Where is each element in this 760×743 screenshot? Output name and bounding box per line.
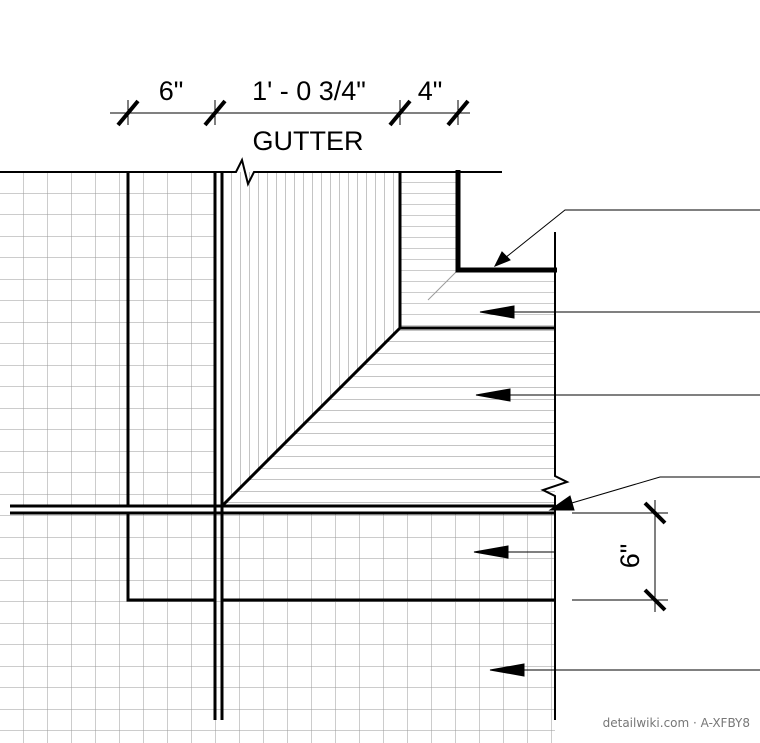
watermark: detailwiki.com · A-XFBY8 — [603, 716, 750, 730]
leader-arrows — [473, 209, 760, 677]
grid-hatch-lower — [0, 513, 555, 743]
dimension-top-left: 6" — [159, 76, 184, 106]
flashing-hatch-region — [400, 172, 555, 328]
dimension-top-right: 4" — [418, 76, 443, 106]
arrowhead-6 — [489, 663, 525, 677]
arrowhead-3 — [475, 388, 511, 402]
arrowhead-5 — [473, 545, 509, 559]
outline-lines — [0, 157, 570, 720]
top-dimension-string — [110, 99, 470, 127]
top-break-line — [0, 157, 502, 187]
gutter-label: GUTTER — [253, 126, 364, 156]
arrowhead-flashing — [493, 251, 511, 267]
arrowhead-2 — [479, 305, 515, 319]
right-dimension — [572, 500, 668, 612]
arrowhead-4 — [548, 495, 575, 511]
horizontal-hatch-region — [222, 328, 555, 506]
flashing-line — [455, 170, 557, 273]
dimension-right-vertical: 6" — [615, 544, 645, 569]
dimension-top-middle: 1' - 0 3/4" — [252, 76, 366, 106]
right-break-line — [540, 232, 570, 720]
grid-hatch-upper-left — [0, 172, 215, 506]
gutter-vertical-hatch — [222, 172, 400, 506]
